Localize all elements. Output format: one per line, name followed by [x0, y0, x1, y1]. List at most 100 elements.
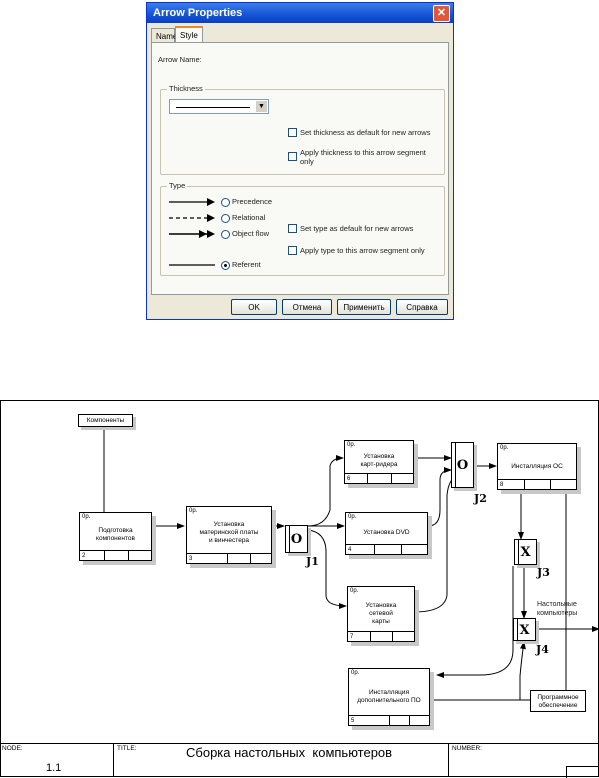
arrow-j3-5	[436, 566, 514, 678]
box-8-cost: 0р.	[500, 445, 509, 451]
type-segment-checkbox[interactable]	[288, 246, 297, 255]
idef0-diagram: Компоненты 0р. Подготовка компонентов 2 …	[0, 400, 599, 778]
box-2-number: 2	[82, 553, 86, 559]
arrow-4-j2	[427, 467, 452, 527]
box-6-footer	[345, 473, 413, 483]
box-4-number: 4	[348, 547, 352, 553]
arrows-layer	[103, 427, 599, 701]
box-7-line-2: сетевой	[369, 610, 393, 617]
box-6-line-2: карт-ридера	[360, 461, 398, 468]
type-segment-label: Apply type to this arrow segment only	[300, 246, 425, 255]
close-icon[interactable]: ✕	[433, 5, 450, 22]
box-8-footer	[498, 479, 576, 489]
box-2-line-1: Подготовка	[98, 527, 133, 534]
thickness-default-checkbox[interactable]	[288, 128, 297, 137]
arrow-software-j4	[519, 641, 526, 700]
radio-referent[interactable]	[221, 261, 230, 270]
junction-j3[interactable]: X	[514, 539, 537, 565]
junction-j4[interactable]: X	[513, 618, 536, 641]
title-value: Сборка настольных компьютеров	[186, 745, 393, 760]
output-label-2: компьютеры	[537, 610, 578, 617]
number-cell	[566, 766, 599, 778]
thickness-line-preview	[176, 107, 250, 108]
box-6-number: 6	[347, 476, 351, 482]
tab-name[interactable]: Name	[151, 28, 177, 43]
box-4-cost: 0р.	[348, 514, 357, 520]
box-8[interactable]: 0р. Инсталляция ОС 8	[497, 443, 577, 490]
box-2-line-2: компонентов	[96, 535, 135, 542]
junction-j3-label: J3	[537, 566, 550, 579]
output-label-1: Настольные	[537, 601, 577, 608]
box-7-number: 7	[350, 634, 354, 640]
box-3-line-1: Установка	[213, 521, 245, 528]
box-2-cost: 0р.	[82, 514, 91, 520]
dialog-titlebar[interactable]: Arrow Properties ✕	[147, 3, 453, 23]
box-3-footer	[187, 553, 271, 563]
junction-j1-label: J1	[306, 555, 319, 568]
box-4-footer	[346, 544, 427, 554]
software-mechanism-label[interactable]: Программное обеспечение	[530, 690, 586, 712]
box-3-cost: 0р.	[189, 508, 198, 514]
software-label-1: Программное	[537, 694, 579, 701]
type-group: Type Precedence Relational Object flow R…	[160, 181, 445, 276]
title-block: NODE: 1.1 TITLE: Сборка настольных компь…	[0, 743, 599, 778]
thickness-default-label: Set thickness as default for new arrows	[300, 128, 431, 137]
box-3-line-3: и винчестера	[208, 537, 250, 544]
box-5-number: 5	[351, 718, 355, 724]
tunnel-components-label: Компоненты	[86, 417, 125, 424]
box-3[interactable]: 0р. Установка материнской платы и винчес…	[186, 506, 272, 564]
chevron-down-icon[interactable]: ▼	[256, 101, 267, 112]
tab-style[interactable]: Style	[175, 26, 203, 43]
radio-object-flow[interactable]	[221, 230, 230, 239]
cancel-button[interactable]: Отмена	[282, 299, 332, 315]
box-5[interactable]: 0р. Инсталляция дополнительного ПО 5	[348, 668, 430, 726]
junction-j4-label: J4	[536, 643, 549, 656]
type-legend: Type	[167, 181, 188, 190]
arrow-name-label: Arrow Name:	[158, 55, 202, 64]
type-default-checkbox[interactable]	[288, 224, 297, 233]
junction-j1[interactable]: O	[285, 525, 308, 553]
apply-button[interactable]: Применить	[337, 299, 391, 315]
radio-precedence-label: Precedence	[232, 197, 273, 206]
box-2[interactable]: 0р. Подготовка компонентов 2	[79, 512, 152, 561]
number-label: NUMBER:	[452, 745, 482, 752]
thickness-segment-label-2: only	[300, 157, 314, 166]
arrow-j1-6	[307, 455, 344, 527]
radio-relational[interactable]	[221, 214, 230, 223]
thickness-legend: Thickness	[167, 84, 205, 93]
arrow-type-samples	[169, 198, 215, 266]
thickness-group: Thickness ▼ Set thickness as default for…	[160, 84, 445, 175]
relational-arrow-sample	[169, 214, 215, 222]
thickness-segment-label-1: Apply thickness to this arrow segment	[300, 148, 426, 157]
radio-referent-label: Referent	[232, 260, 261, 269]
junction-j2[interactable]: O	[451, 442, 474, 488]
radio-precedence[interactable]	[221, 198, 230, 207]
ok-button[interactable]: OK	[231, 299, 277, 315]
arrow-j1-7	[307, 529, 347, 609]
box-3-line-2: материнской платы	[199, 529, 259, 536]
help-button[interactable]: Справка	[396, 299, 448, 315]
dialog-title: Arrow Properties	[153, 7, 243, 19]
software-label-2: обеспечение	[538, 702, 578, 709]
type-default-label: Set type as default for new arrows	[300, 224, 414, 233]
box-8-number: 8	[500, 482, 504, 488]
tunnel-components[interactable]: Компоненты	[78, 414, 133, 427]
thickness-select[interactable]: ▼	[169, 99, 269, 114]
box-6-cost: 0р.	[347, 442, 356, 448]
box-5-line-1: Инсталляция	[368, 689, 409, 696]
box-2-footer	[80, 550, 151, 560]
node-label: NODE:	[2, 745, 23, 752]
box-7-footer	[348, 631, 414, 641]
box-5-footer	[349, 715, 429, 725]
thickness-segment-checkbox[interactable]	[288, 152, 297, 161]
radio-relational-label: Relational	[232, 213, 266, 222]
box-7-cost: 0р.	[350, 588, 359, 594]
box-7[interactable]: 0р. Установка сетевой карты 7	[347, 586, 415, 642]
title-label: TITLE:	[117, 745, 137, 752]
junction-j2-label: J2	[474, 492, 487, 505]
box-5-cost: 0р.	[351, 670, 360, 676]
box-6-line-1: Установка	[363, 453, 395, 460]
box-4[interactable]: 0р. Установка DVD 4	[345, 512, 428, 555]
box-6[interactable]: 0р. Установка карт-ридера 6	[344, 440, 414, 484]
box-4-line-1: Установка DVD	[363, 529, 410, 536]
